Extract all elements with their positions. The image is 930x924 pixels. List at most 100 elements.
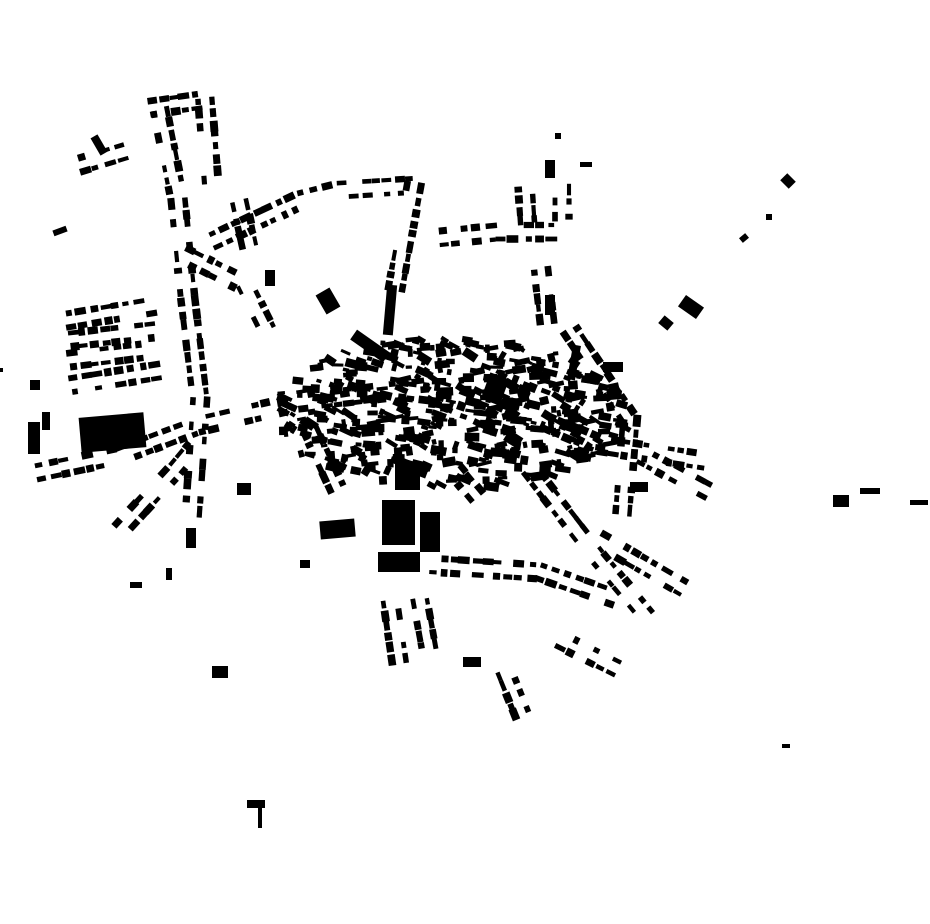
building [484,405,499,420]
building [522,441,528,449]
building [596,582,608,591]
building [614,484,621,493]
building [547,428,561,434]
building [364,464,376,472]
building [424,597,431,605]
building [348,193,359,199]
building [201,423,209,431]
building [431,414,444,423]
building [569,587,582,596]
building [236,237,247,251]
building [199,458,207,471]
building [490,365,504,369]
building [91,164,99,172]
building [50,472,63,480]
building [627,504,633,517]
building [523,471,535,478]
building [440,403,452,412]
building [391,363,398,372]
building [164,177,170,185]
building [439,242,449,248]
building [677,294,705,320]
building [130,582,142,588]
building [458,385,477,400]
building [475,344,484,350]
building [533,293,542,305]
building [315,287,341,315]
building [632,414,642,428]
building [550,406,557,413]
building [136,354,144,362]
building [158,95,170,103]
building [350,329,390,363]
building [485,344,490,353]
building [511,364,527,375]
building [471,237,483,246]
building [419,460,433,472]
building [480,372,510,406]
building [388,380,396,388]
building [597,428,611,435]
building [514,195,524,204]
building [123,355,135,364]
building [318,356,333,364]
building [392,397,409,411]
building [172,148,180,161]
building [536,379,546,385]
building [417,418,431,427]
building [166,568,172,580]
building [323,405,337,416]
building [313,410,330,424]
building [164,116,174,128]
building [425,607,435,621]
building [259,398,271,408]
building [404,176,413,182]
building [299,429,313,439]
building [561,419,572,425]
building [133,493,144,505]
building [677,447,685,454]
building [345,369,358,375]
building [77,327,86,336]
building [605,402,615,412]
building [381,177,392,183]
building [447,341,460,351]
building [296,388,310,395]
building [489,237,496,243]
building [672,588,683,597]
building [181,106,190,113]
building [362,178,372,184]
building [540,387,552,396]
building [196,122,204,132]
building [545,295,555,315]
building [316,378,322,384]
building [429,569,437,575]
building [172,421,184,430]
building [567,444,573,450]
building [590,408,605,415]
building [485,222,498,230]
building [440,387,454,396]
building [378,552,420,572]
building [170,106,182,116]
building [182,197,189,208]
building [410,598,417,610]
building [395,378,406,388]
building [206,255,216,266]
building [160,425,172,435]
building [416,182,426,195]
building [552,211,558,222]
building [297,404,309,413]
building [320,443,328,448]
building [189,397,196,406]
building [535,313,545,326]
building [386,270,395,279]
building [355,379,366,389]
building [327,450,336,460]
building [530,420,537,426]
building [304,440,314,450]
building [281,400,298,413]
building [329,390,336,399]
building [209,120,219,132]
